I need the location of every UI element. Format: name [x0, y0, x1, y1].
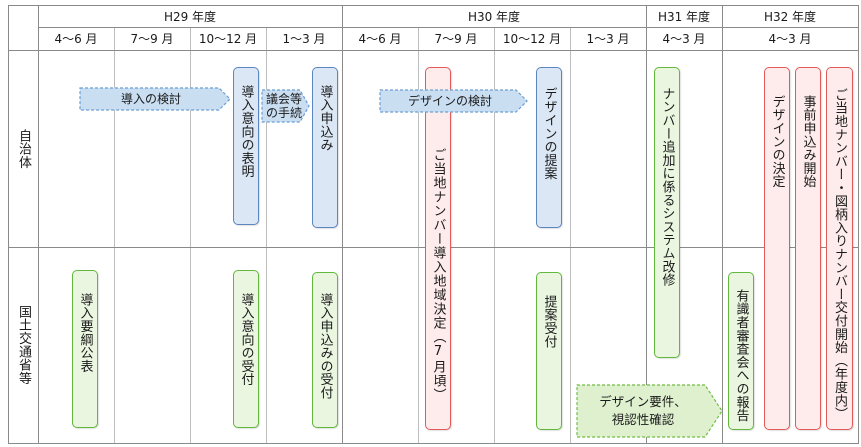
pre-application-start-box: 事前申込み開始 — [795, 67, 821, 430]
issuance-start-label: ご当地ナンバー・図柄入りナンバー交付開始（年度内） — [832, 88, 847, 421]
council-procedure-line-1: 議会等 — [265, 92, 302, 106]
period-header: 4～6 月 — [54, 32, 98, 46]
year-header-h29: H29 年度 — [163, 9, 217, 24]
intent-statement-box: 導入意向の表明 — [233, 67, 259, 225]
region-decision-box: ご当地ナンバー導入地域決定（7月頃） — [425, 67, 451, 430]
proposal-reception-box: 提案受付 — [536, 272, 562, 430]
design-requirements-check-line-1: デザイン要件、 — [599, 394, 687, 409]
committee-report-label: 有識者審査会への報告 — [733, 289, 749, 422]
row-label-mlit-text: 国土交通省等 — [16, 305, 31, 385]
design-study-label: デザインの検討 — [380, 90, 520, 112]
row-label-mlit: 国土交通省等 — [9, 247, 38, 443]
year-header-h32: H32 年度 — [763, 9, 817, 24]
guidelines-published-box: 導入要綱公表 — [72, 270, 98, 428]
period-header: 7～9 月 — [434, 32, 478, 46]
design-decision-label: デザインの決定 — [769, 95, 785, 189]
design-study-text: デザインの検討 — [407, 93, 492, 108]
year-header-h30: H30 年度 — [467, 9, 521, 24]
intent-reception-label: 導入意向の受付 — [238, 293, 254, 387]
period-header: 7～9 月 — [130, 32, 174, 46]
issuance-start-box: ご当地ナンバー・図柄入りナンバー交付開始（年度内） — [826, 67, 853, 430]
application-reception-label: 導入申込みの受付 — [317, 293, 333, 400]
guidelines-published-label: 導入要綱公表 — [77, 293, 93, 373]
council-procedure-label: 議会等 の手続 — [262, 90, 306, 122]
intent-reception-box: 導入意向の受付 — [233, 270, 259, 428]
application-reception-box: 導入申込みの受付 — [312, 272, 338, 428]
region-decision-label: ご当地ナンバー導入地域決定（7月頃） — [430, 148, 446, 402]
design-decision-box: デザインの決定 — [764, 67, 790, 430]
period-header: 4～3 月 — [768, 32, 812, 46]
proposal-reception-label: 提案受付 — [541, 295, 557, 349]
design-proposal-box: デザインの提案 — [536, 67, 562, 228]
system-upgrade-label: ナンバー追加に係るシステム改修 — [659, 87, 675, 287]
pre-application-start-label: 事前申込み開始 — [800, 95, 816, 189]
intent-statement-label: 導入意向の表明 — [238, 85, 254, 179]
period-header: 4～3 月 — [662, 32, 706, 46]
year-header-h31: H31 年度 — [657, 9, 711, 24]
period-header: 1～3 月 — [282, 32, 326, 46]
application-label: 導入申込み — [317, 85, 333, 152]
row-label-municipality: 自治体 — [9, 50, 38, 247]
period-header: 10～12 月 — [502, 32, 562, 46]
period-header: 1～3 月 — [586, 32, 630, 46]
introduction-study-text: 導入の検討 — [120, 91, 181, 106]
period-header: 10～12 月 — [198, 32, 258, 46]
row-label-municipality-text: 自治体 — [16, 128, 31, 169]
council-procedure-line-2: の手続 — [265, 106, 302, 120]
design-requirements-check-label: デザイン要件、 視認性確認 — [577, 385, 709, 437]
system-upgrade-box: ナンバー追加に係るシステム改修 — [654, 67, 680, 358]
application-box: 導入申込み — [312, 67, 338, 228]
introduction-study-label: 導入の検討 — [80, 88, 222, 110]
committee-report-box: 有識者審査会への報告 — [728, 272, 754, 430]
design-requirements-check-line-2: 視認性確認 — [611, 412, 675, 427]
design-proposal-label: デザインの提案 — [541, 87, 557, 181]
period-header: 4～6 月 — [358, 32, 402, 46]
